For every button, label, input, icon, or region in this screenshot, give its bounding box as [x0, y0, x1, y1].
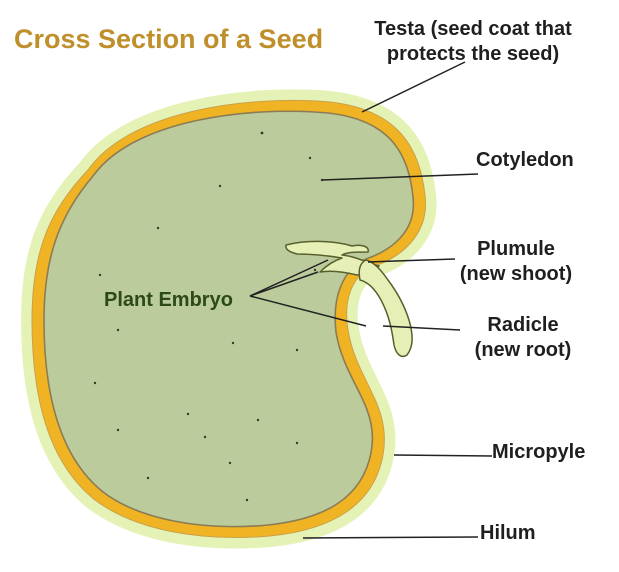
cotyledon: [43, 110, 415, 528]
label-plumule: Plumule (new shoot): [446, 237, 586, 287]
leader-embryo-plumule: [249, 259, 329, 297]
cotyledon-specks: [93, 131, 324, 502]
leader-cotyledon: [321, 173, 479, 181]
leader-lines: [249, 61, 493, 539]
label-cotyledon: Cotyledon: [476, 149, 574, 171]
leader-testa: [361, 61, 466, 113]
label-hilum: Hilum: [480, 522, 536, 544]
label-micropyle: Micropyle: [492, 441, 586, 463]
label-testa-line2: protects the seed): [386, 43, 560, 65]
label-radicle-line1: Radicle: [487, 314, 559, 336]
diagram-title: Cross Section of a Seed: [14, 24, 324, 54]
radicle-shape: [358, 259, 413, 358]
leader-plumule: [367, 258, 456, 263]
label-testa: Testa (seed coat that protects the seed): [343, 17, 603, 67]
leader-hilum: [302, 536, 479, 539]
leader-micropyle: [393, 454, 493, 457]
leader-embryo-radicle: [249, 295, 367, 327]
label-plumule-line2: (new shoot): [459, 263, 573, 285]
label-testa-line1: Testa (seed coat that: [374, 18, 572, 40]
leader-radicle: [382, 325, 461, 331]
label-radicle-line2: (new root): [474, 339, 572, 361]
leader-embryo-shoot: [249, 271, 319, 297]
label-plumule-line1: Plumule: [477, 238, 555, 260]
label-radicle: Radicle (new root): [460, 313, 586, 363]
label-plant-embryo: Plant Embryo: [104, 289, 233, 311]
